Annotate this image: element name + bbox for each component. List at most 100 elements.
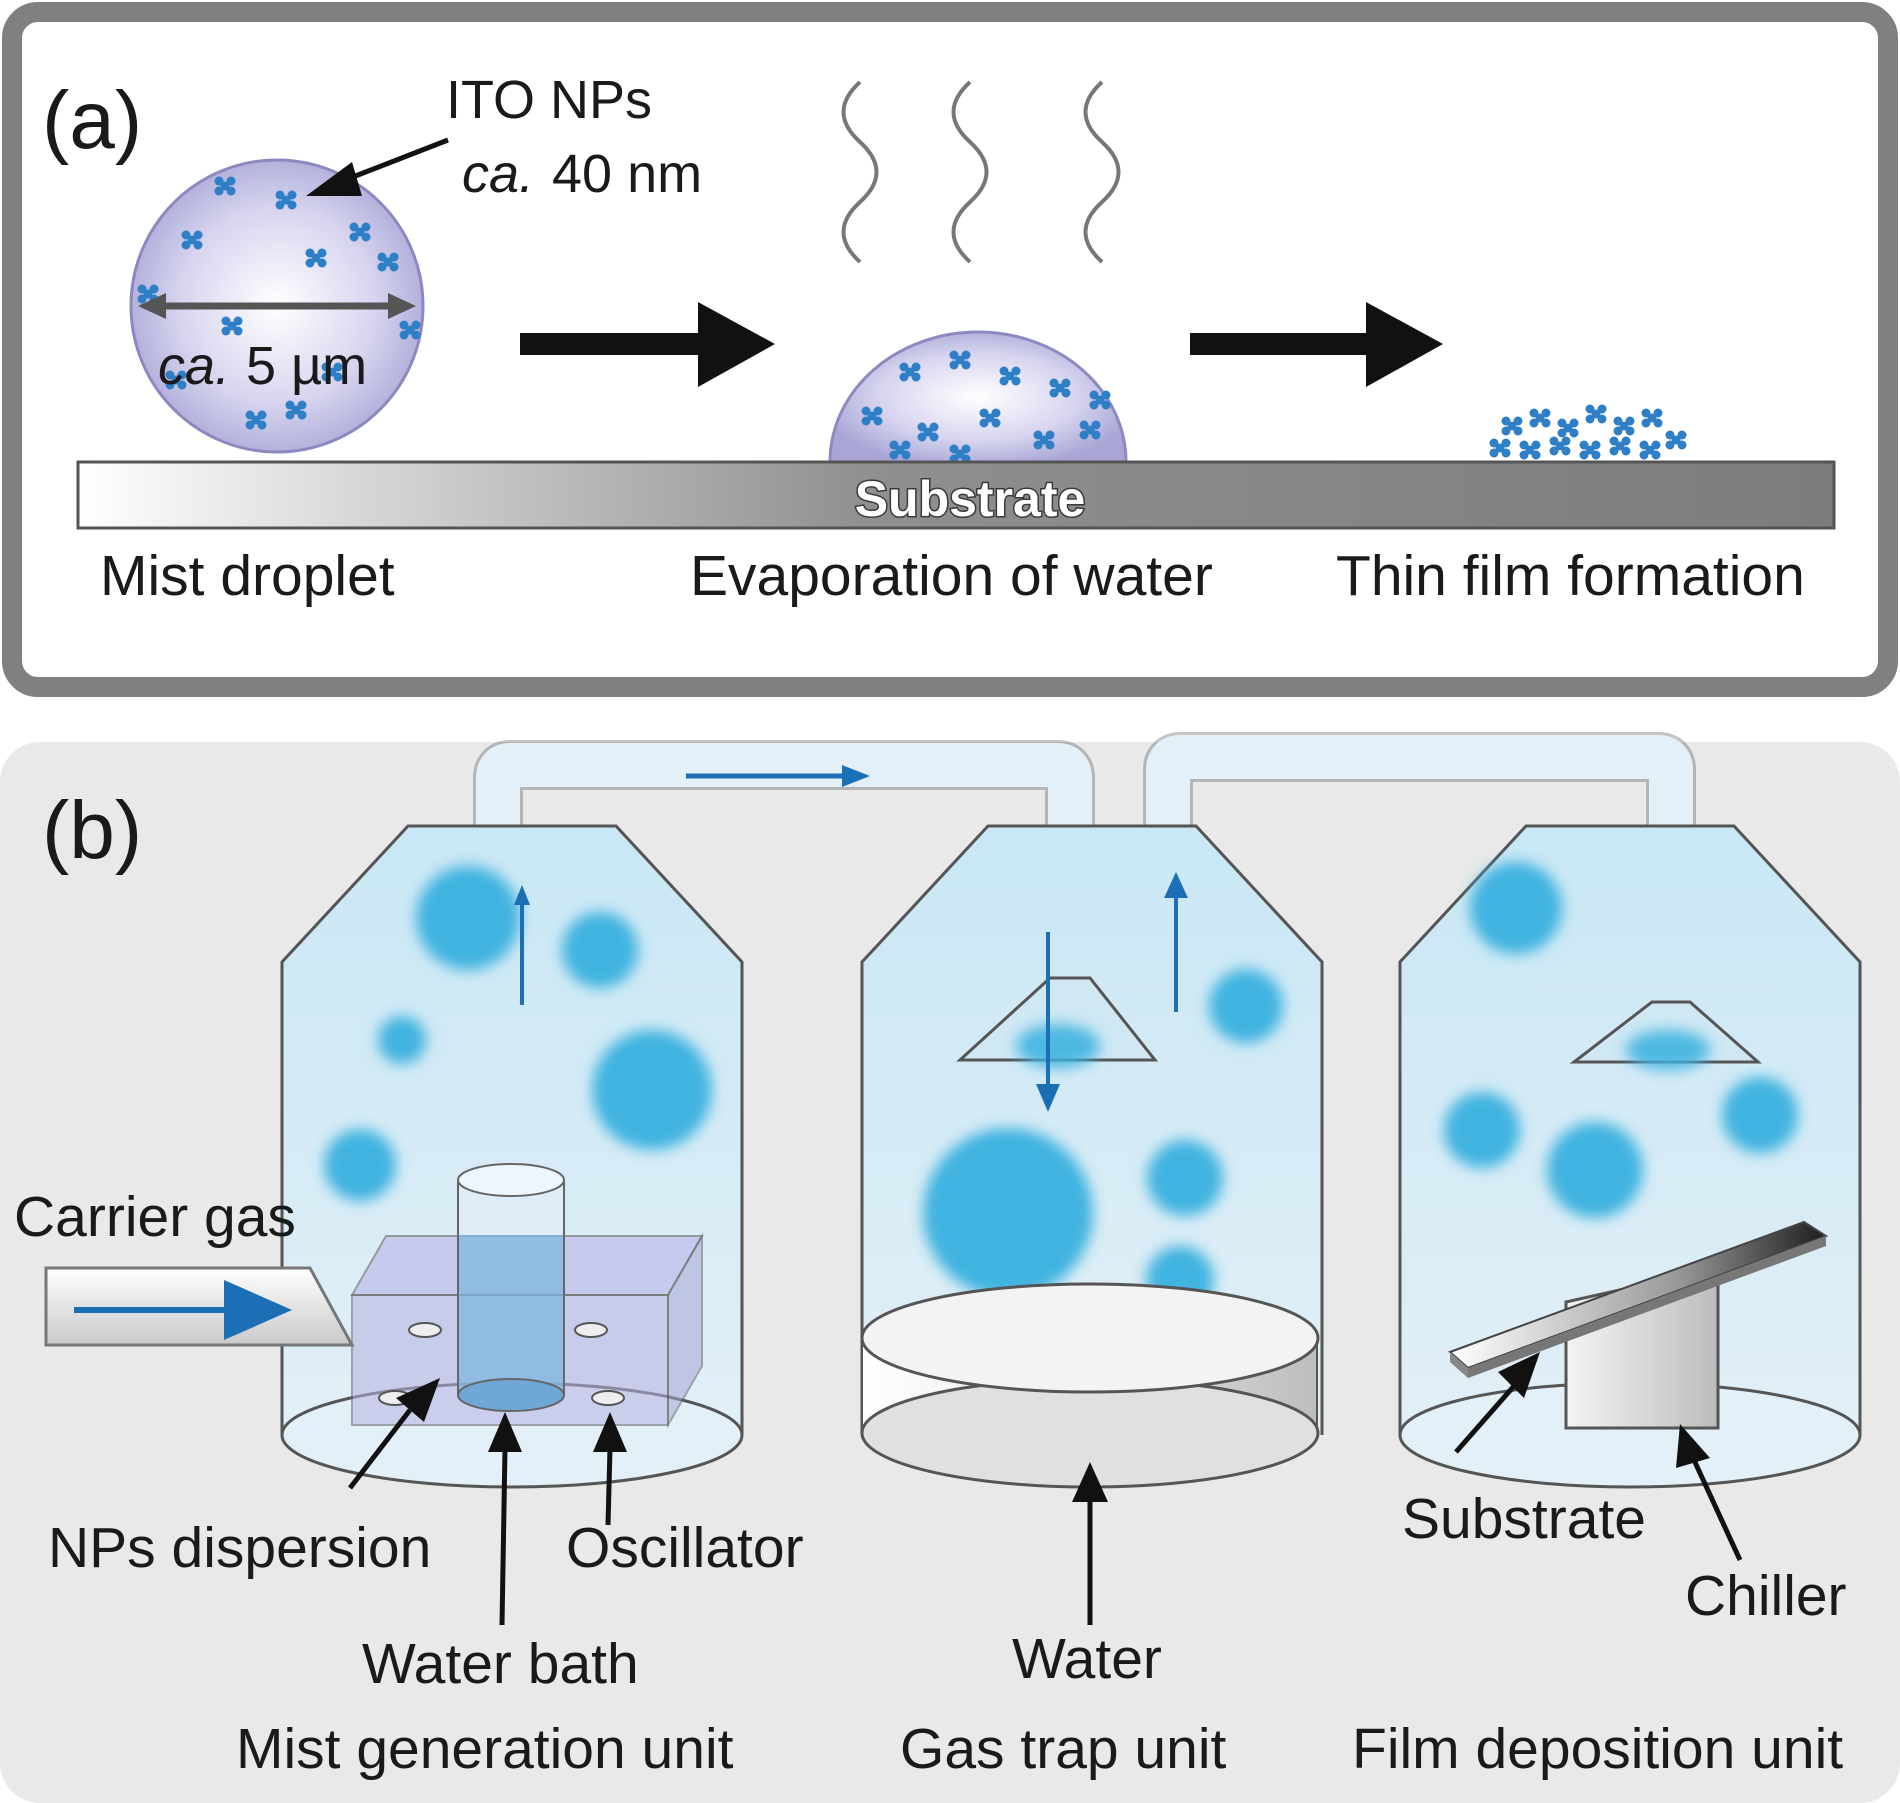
- nanoparticle: [1579, 450, 1589, 460]
- oscillators: [378, 1322, 625, 1406]
- nanoparticle: [1569, 418, 1579, 428]
- water-bath-label: Water bath: [362, 1632, 639, 1696]
- nanoparticle: [1513, 426, 1523, 436]
- nanoparticle: [177, 380, 187, 390]
- nanoparticle: [961, 444, 971, 454]
- nanoparticle: [1101, 400, 1111, 410]
- nanoparticle: [899, 372, 909, 382]
- water-bath-side: [667, 1232, 703, 1429]
- nanoparticle: [1091, 420, 1101, 430]
- nanoparticle: [1677, 430, 1687, 440]
- connecting-pipes: [473, 732, 1696, 1000]
- nanoparticle: [214, 186, 224, 196]
- np-label: ITO NPs: [446, 70, 652, 130]
- nanoparticle: [961, 350, 971, 360]
- carrier-gas-pipe: [44, 1266, 355, 1347]
- nanoparticle: [1591, 409, 1601, 419]
- vapor-lines: [841, 80, 1121, 264]
- nanoparticle: [245, 420, 255, 430]
- nanoparticle: [1033, 430, 1043, 440]
- dispersion-cylinder-rim: [457, 1163, 565, 1197]
- np-pointer-line: [344, 137, 449, 183]
- nanoparticle: [1489, 438, 1499, 448]
- nanoparticle: [867, 411, 877, 421]
- nanoparticle: [1519, 450, 1529, 460]
- nanoparticle: [405, 325, 415, 335]
- panel-b: (b): [0, 732, 1900, 1803]
- nanoparticle: [1519, 440, 1529, 450]
- mist-cloud: [1470, 862, 1562, 954]
- nanoparticle: [1645, 445, 1655, 455]
- nanoparticle: [317, 248, 327, 258]
- nanoparticle: [1585, 445, 1595, 455]
- nanoparticle: [929, 422, 939, 432]
- droplet-size-prefix: ca.: [158, 336, 230, 396]
- nanoparticle: [991, 418, 1001, 428]
- nanoparticle: [889, 450, 899, 460]
- nanoparticle: [275, 190, 285, 200]
- oscillator-icon: [591, 1390, 625, 1406]
- nanoparticle: [1531, 450, 1541, 460]
- vapor-line: [1083, 80, 1121, 264]
- nanoparticle: [181, 240, 191, 250]
- nanoparticle: [1489, 448, 1499, 458]
- nanoparticle: [245, 410, 255, 420]
- nanoparticle: [1055, 383, 1065, 393]
- mist-cloud: [378, 1016, 426, 1064]
- nanoparticle: [1089, 390, 1099, 400]
- nanoparticle: [1005, 371, 1015, 381]
- oscillator-label: Oscillator: [566, 1516, 804, 1580]
- np-size-prefix: ca.: [462, 144, 534, 204]
- pipe-flow-arrow: [686, 765, 870, 787]
- nanoparticle: [979, 408, 989, 418]
- mist-cloud: [923, 1128, 1093, 1298]
- substrate-pointer: [1454, 1384, 1516, 1454]
- nanoparticle: [349, 222, 359, 232]
- chiller-label: Chiller: [1685, 1564, 1847, 1628]
- water-bath-pointer: [499, 1447, 508, 1626]
- substrate-b-label: Substrate: [1402, 1487, 1646, 1551]
- nanoparticle: [985, 413, 995, 423]
- nanoparticle: [911, 372, 921, 382]
- nanoparticle: [1653, 408, 1663, 418]
- diameter-arrowhead-right: [388, 293, 416, 319]
- nanoparticle: [285, 400, 295, 410]
- nanoparticle: [1011, 376, 1021, 386]
- nanoparticle: [181, 230, 191, 240]
- nanoparticle: [1049, 378, 1059, 388]
- carrier-gas-label: Carrier gas: [14, 1185, 296, 1249]
- mist-droplet: ca. 5 µm: [129, 158, 425, 454]
- mist-clouds-3: [1444, 862, 1798, 1218]
- nanoparticle: [1529, 408, 1539, 418]
- nanoparticle: [1639, 440, 1649, 450]
- nanoparticle: [1579, 440, 1589, 450]
- nanoparticle: [1615, 441, 1625, 451]
- nanoparticle: [1651, 440, 1661, 450]
- nanoparticle: [187, 235, 197, 245]
- nanoparticle: [1531, 440, 1541, 450]
- nanoparticle: [861, 406, 871, 416]
- nanoparticle: [275, 200, 285, 210]
- substrate-a-label: Substrate: [855, 471, 1086, 527]
- nanoparticle: [929, 432, 939, 442]
- nanoparticle: [999, 366, 1009, 376]
- nanoparticle: [1557, 428, 1567, 438]
- water-dish-top: [860, 1282, 1320, 1394]
- nanoparticle: [226, 186, 236, 196]
- nanoparticle: [999, 376, 1009, 386]
- nanoparticle: [1101, 390, 1111, 400]
- nanoparticle: [991, 408, 1001, 418]
- nanoparticle: [389, 262, 399, 272]
- nanoparticle: [221, 326, 231, 336]
- nanoparticle: [327, 367, 337, 377]
- nanoparticle: [287, 200, 297, 210]
- nanoparticle: [221, 316, 231, 326]
- nanoparticle: [911, 362, 921, 372]
- nanoparticle: [1563, 423, 1573, 433]
- nanoparticle: [1625, 426, 1635, 436]
- nanoparticle: [227, 321, 237, 331]
- nanoparticle: [1501, 426, 1511, 436]
- nanoparticle: [955, 355, 965, 365]
- nanoparticle: [1535, 413, 1545, 423]
- nanoparticle: [1555, 441, 1565, 451]
